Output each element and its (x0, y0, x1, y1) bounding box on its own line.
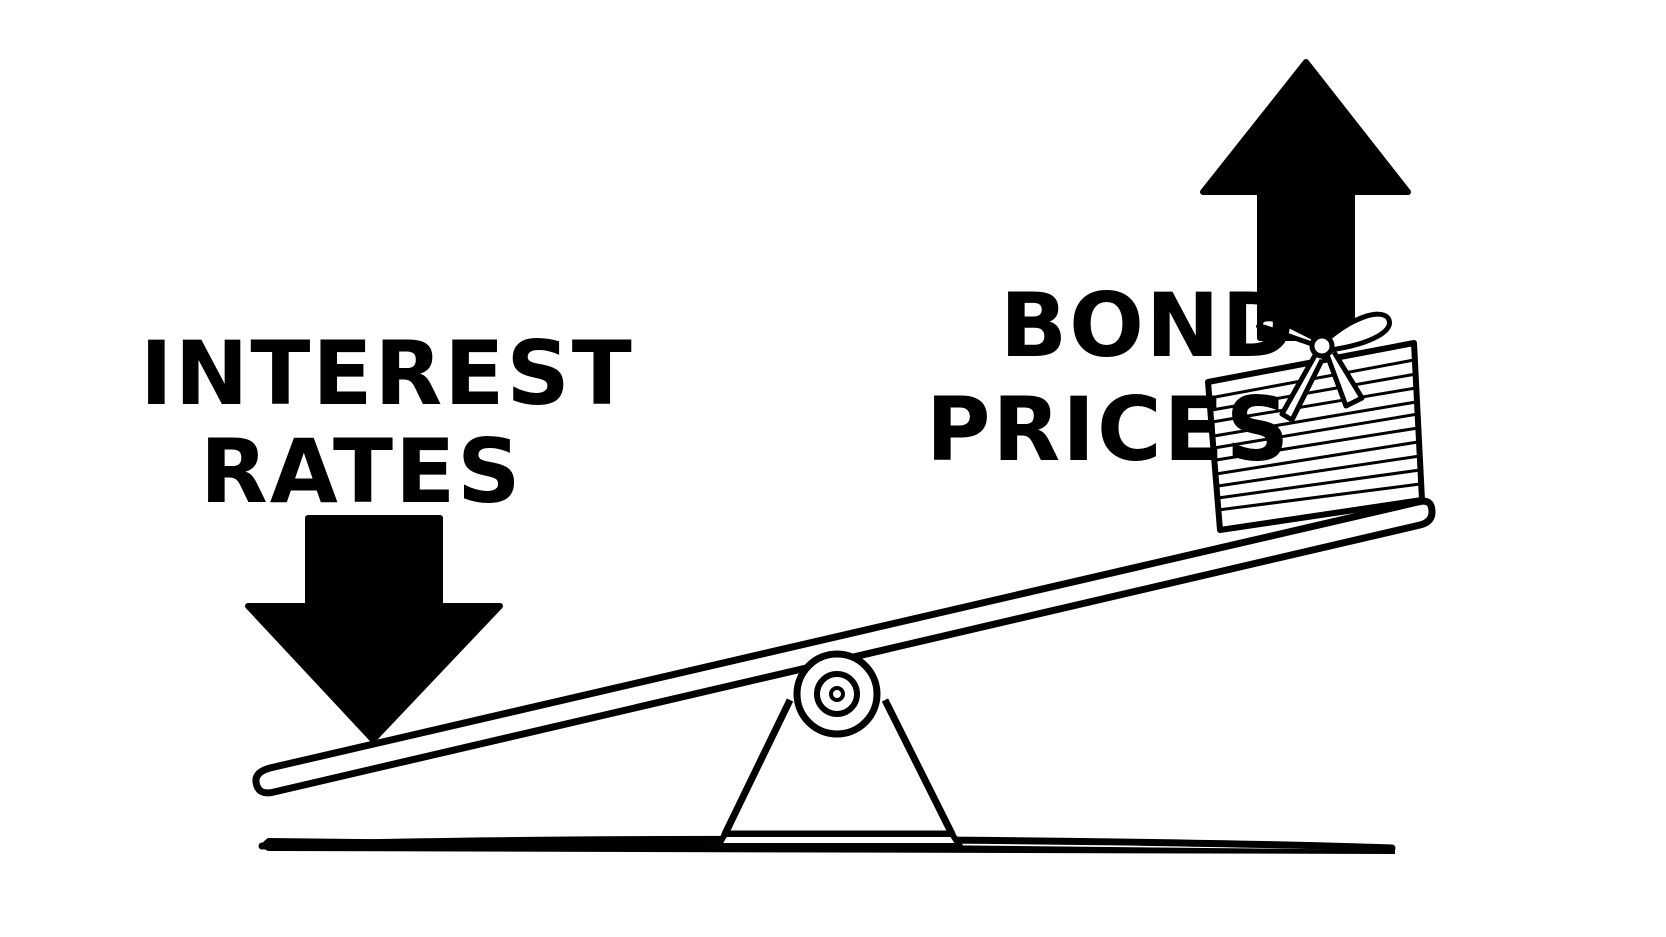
bond-prices-label-line2: PRICES (926, 378, 1291, 481)
arrow-down-icon (245, 515, 503, 743)
arrow-up-icon (1200, 59, 1411, 341)
seesaw-plank (252, 497, 1436, 797)
pivot-hub (793, 650, 881, 738)
bond-stack-icon (1205, 311, 1425, 533)
fulcrum (715, 698, 963, 849)
bond-prices-label-line1: BOND (1000, 274, 1297, 377)
interest-rates-label-line1: INTEREST (140, 322, 634, 425)
interest-rates-label-line2: RATES (200, 420, 523, 523)
